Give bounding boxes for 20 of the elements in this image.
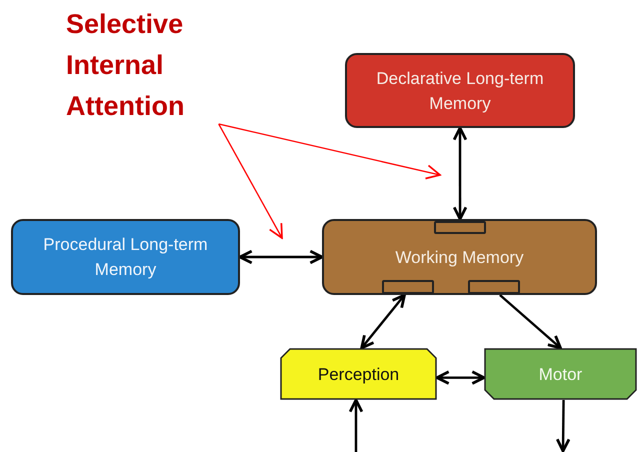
process-box: [280, 348, 437, 400]
pointer-arrow: [218, 124, 283, 239]
box-label: Perception: [318, 364, 400, 386]
arrow: [360, 294, 406, 350]
box-label: Declarative Long-term Memory: [375, 68, 545, 114]
arrow: [238, 250, 324, 264]
box-label: Motor: [538, 364, 582, 386]
arrow: [499, 294, 562, 350]
box-label: Working Memory: [395, 246, 524, 268]
arrow: [452, 126, 468, 220]
arrow: [556, 400, 570, 452]
process-box: [345, 53, 575, 128]
process-box: [322, 219, 597, 295]
annotation-text: Selective Internal Attention: [66, 8, 186, 122]
arrow: [436, 370, 486, 385]
arrow: [348, 398, 364, 452]
process-box: [11, 219, 240, 295]
pointer-arrow: [218, 123, 441, 180]
box-label: Procedural Long-term Memory: [42, 234, 209, 281]
process-box: [484, 348, 637, 400]
